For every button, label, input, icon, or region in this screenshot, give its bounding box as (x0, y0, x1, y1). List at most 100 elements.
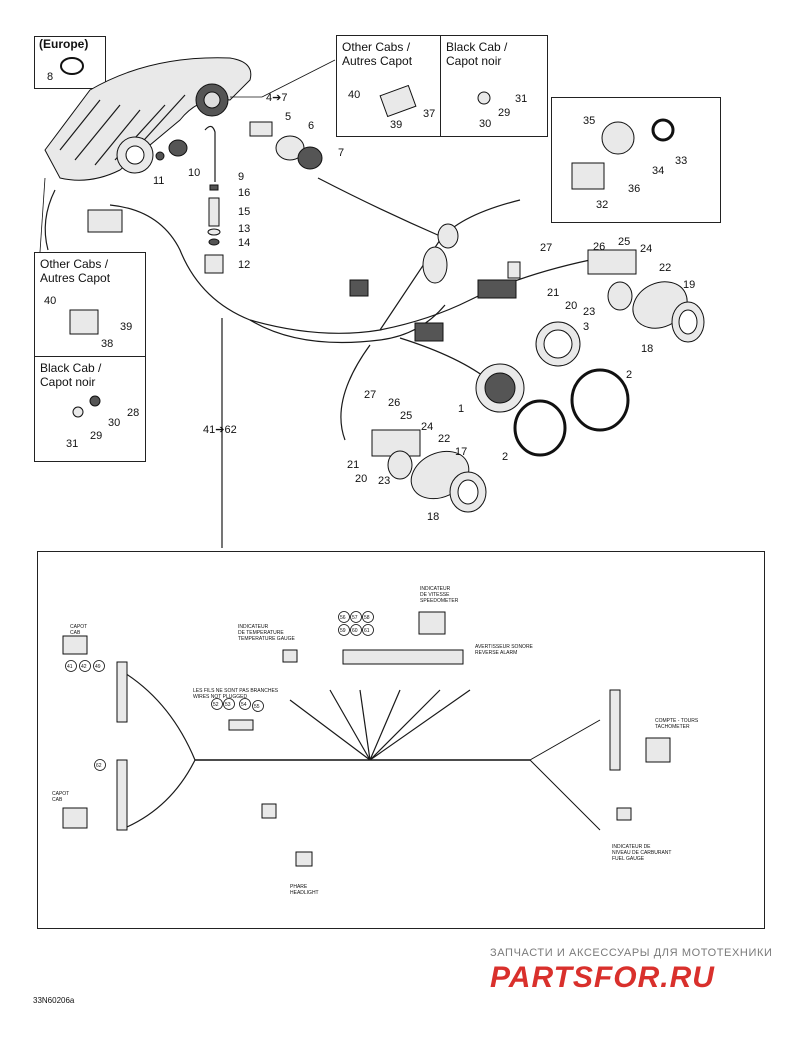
svg-text:35: 35 (583, 115, 595, 127)
svg-text:26: 26 (388, 397, 400, 409)
reference-marker (338, 624, 350, 636)
reference-marker (338, 611, 350, 623)
svg-text:31: 31 (515, 93, 527, 105)
svg-text:18: 18 (427, 511, 439, 523)
reference-marker-label: 62 (96, 763, 102, 769)
reference-marker-label: 42 (81, 664, 87, 670)
wiring-schematic-frame (37, 551, 765, 929)
svg-text:9: 9 (238, 171, 244, 183)
svg-text:19: 19 (683, 279, 695, 291)
svg-text:5: 5 (285, 111, 291, 123)
reference-marker (211, 698, 223, 710)
reference-marker-label: 41 (67, 664, 73, 670)
tachometer-connector (645, 737, 671, 763)
svg-text:2: 2 (626, 369, 632, 381)
inset-parts (60, 57, 675, 418)
svg-text:20: 20 (565, 300, 577, 312)
black-cab-top-line2: Capot noir (446, 54, 502, 68)
capot-cab-connector-bottom (62, 807, 88, 829)
reference-marker (350, 611, 362, 623)
reference-marker (93, 660, 105, 672)
svg-text:16: 16 (238, 187, 250, 199)
svg-text:12: 12 (238, 259, 250, 271)
svg-text:40: 40 (348, 89, 360, 101)
svg-text:21: 21 (547, 287, 559, 299)
svg-text:2: 2 (502, 451, 508, 463)
black-cab-top-box: Black Cab / Capot noir (440, 35, 548, 137)
callout-41-62: 41➔62 (203, 424, 237, 436)
svg-text:33: 33 (675, 155, 687, 167)
svg-text:1: 1 (458, 403, 464, 415)
temp-gauge-connector (282, 649, 298, 663)
svg-text:7: 7 (338, 147, 344, 159)
svg-text:26: 26 (593, 241, 605, 253)
svg-text:10: 10 (188, 167, 200, 179)
black-cab-left-line2: Capot noir (40, 375, 96, 389)
reference-marker-label: 58 (364, 615, 370, 621)
reference-marker-label: 56 (340, 615, 346, 621)
reference-marker-label: 49 (95, 664, 101, 670)
svg-text:31: 31 (66, 438, 78, 450)
black-cab-left-box: Black Cab / Capot noir (34, 356, 146, 462)
reference-marker-label: 60 (352, 628, 358, 634)
reference-marker-label: 53 (225, 702, 231, 708)
svg-text:6: 6 (308, 120, 314, 132)
svg-text:36: 36 (628, 183, 640, 195)
reference-marker (223, 698, 235, 710)
svg-text:34: 34 (652, 165, 664, 177)
reference-marker (362, 624, 374, 636)
reference-marker (65, 660, 77, 672)
svg-text:29: 29 (90, 430, 102, 442)
svg-text:24: 24 (421, 421, 433, 433)
leader-lines (39, 59, 336, 438)
drawing-reference: 33N60206a (33, 996, 75, 1005)
svg-text:18: 18 (641, 343, 653, 355)
svg-text:28: 28 (127, 407, 139, 419)
svg-text:11: 11 (153, 175, 164, 187)
callout-4-7: 4➔7 (266, 92, 287, 104)
reference-marker (94, 759, 106, 771)
svg-text:13: 13 (238, 223, 250, 235)
svg-text:27: 27 (540, 242, 552, 254)
other-cabs-top-line2: Autres Capot (342, 54, 413, 68)
svg-text:38: 38 (101, 338, 113, 350)
svg-text:39: 39 (390, 119, 402, 131)
svg-text:30: 30 (479, 118, 491, 130)
svg-text:30: 30 (108, 417, 120, 429)
connector-strip (342, 649, 464, 665)
svg-text:3: 3 (583, 321, 589, 333)
svg-text:15: 15 (238, 206, 250, 218)
svg-text:17: 17 (455, 446, 467, 458)
reference-marker (239, 698, 251, 710)
mount-hardware-stack (204, 125, 224, 274)
lower-gauge-assembly (371, 429, 487, 513)
svg-text:21: 21 (347, 459, 359, 471)
europe-title: (Europe) (39, 37, 89, 51)
other-cabs-left-line1: Other Cabs / (40, 257, 109, 271)
watermark-tagline: ЗАПЧАСТИ И АКСЕССУАРЫ ДЛЯ МОТОТЕХНИКИ (490, 947, 773, 959)
bulb-parts (155, 121, 323, 170)
capot-cab-connector-top (62, 635, 88, 655)
black-cab-left-line1: Black Cab / (40, 361, 102, 375)
svg-text:25: 25 (400, 410, 412, 422)
headlight-connector (295, 851, 313, 867)
reference-marker-label: 52 (213, 702, 219, 708)
fuel-gauge-connector (616, 807, 632, 821)
europe-part-number: 8 (47, 71, 54, 83)
headlight-housing (44, 57, 252, 181)
reference-marker (252, 700, 264, 712)
svg-text:20: 20 (355, 473, 367, 485)
svg-text:39: 39 (120, 321, 132, 333)
ignition-switch-inset-box (551, 97, 721, 223)
svg-text:14: 14 (238, 237, 250, 249)
